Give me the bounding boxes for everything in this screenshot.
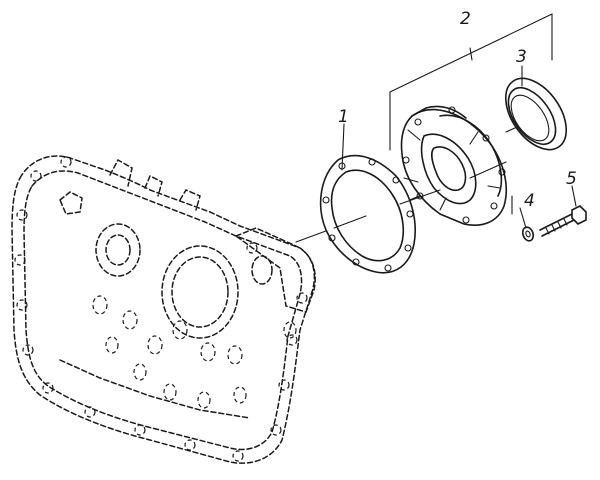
hex-bolt: [539, 205, 587, 237]
gasket: [319, 154, 416, 274]
callout-labels: 1 2 3 4 5: [338, 9, 577, 211]
callout-3: 3: [516, 47, 527, 67]
oil-seal: [504, 77, 568, 151]
callout-4: 4: [524, 191, 535, 211]
callout-leaders: [341, 13, 577, 229]
callout-2: 2: [460, 9, 471, 29]
bearing-cover: [399, 105, 507, 226]
callout-1: 1: [338, 107, 349, 127]
callout-5: 5: [566, 169, 577, 189]
spring-washer: [521, 226, 535, 242]
transmission-housing: [11, 155, 316, 464]
